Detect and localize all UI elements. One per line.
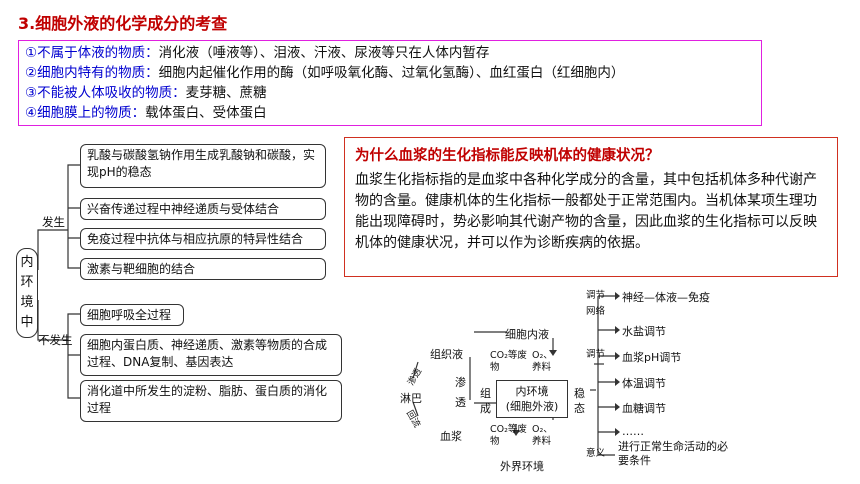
compose-1: 组 <box>480 387 491 400</box>
compose-2: 成 <box>480 402 491 415</box>
summary-line: ④细胞膜上的物质：载体蛋白、受体蛋白 <box>25 105 267 121</box>
occur-item: 兴奋传递过程中神经递质与受体结合 <box>80 198 326 220</box>
not-occur-label: 不发生 <box>38 333 73 347</box>
not-occur-item: 细胞内蛋白质、神经递质、激素等物质的合成过程、DNA复制、基因表达 <box>80 334 342 376</box>
not-occur-item: 消化道中所发生的淀粉、脂肪、蛋白质的消化过程 <box>80 380 342 422</box>
summary-line: ①不属于体液的物质：消化液（唾液等）、泪液、汗液、尿液等只在人体内暂存 <box>25 45 490 61</box>
network-label: 网络 <box>586 306 606 317</box>
steady-1: 稳 <box>574 387 585 400</box>
answer-text: 血浆生化指标指的是血浆中各种化学成分的含量，其中包括机体多种代谢产物的含量。健康… <box>355 172 817 251</box>
question-box: 为什么血浆的生化指标能反映机体的健康状况？ 血浆生化指标指的是血浆中各种化学成分… <box>344 137 838 277</box>
summary-line: ③不能被人体吸收的物质：麦芽糖、蔗糖 <box>25 85 267 101</box>
occur-item: 激素与靶细胞的结合 <box>80 258 326 280</box>
external-environment: 外界环境 <box>500 460 544 473</box>
regulation-item: …… <box>622 425 644 438</box>
mindmap-root: 内环境中 <box>16 248 38 338</box>
through-label: 透 <box>455 396 466 409</box>
occur-item: 免疫过程中抗体与相应抗原的特异性结合 <box>80 228 326 250</box>
regulate2-label: 调节 <box>586 349 606 360</box>
regulation-item: 体温调节 <box>622 377 666 390</box>
o2-nutrients-bottom: O₂、养料 <box>532 424 553 447</box>
regulation-item: 血糖调节 <box>622 402 666 415</box>
plasma: 血浆 <box>440 430 462 443</box>
regulation-item: 血浆pH调节 <box>622 351 682 364</box>
regulate-label: 调节 <box>586 290 606 301</box>
co2-waste-top: CO₂等废物 <box>490 350 527 373</box>
not-occur-item: 细胞呼吸全过程 <box>80 304 184 326</box>
ner-label: 神经—体液—免疫 <box>622 291 710 304</box>
summary-line: ②细胞内特有的物质：细胞内起催化作用的酶（如呼吸氧化酶、过氧化氢酶）、血红蛋白（… <box>25 65 625 81</box>
lymph: 淋巴 <box>400 392 422 405</box>
occur-label: 发生 <box>42 215 65 229</box>
internal-environment-box: 内环境 (细胞外液) <box>496 380 568 418</box>
meaning-text: 进行正常生命活动的必要条件 <box>618 440 728 467</box>
o2-nutrients-top: O₂、养料 <box>532 350 553 373</box>
regulation-item: 水盐调节 <box>622 325 666 338</box>
section-title: 3.细胞外液的化学成分的考查 <box>18 14 228 33</box>
co2-waste-bottom: CO₂等废物 <box>490 424 527 447</box>
summary-box: ①不属于体液的物质：消化液（唾液等）、泪液、汗液、尿液等只在人体内暂存 ②细胞内… <box>18 40 762 126</box>
seep-label: 渗 <box>455 376 466 389</box>
question-text: 为什么血浆的生化指标能反映机体的健康状况？ <box>355 148 660 164</box>
meaning-label: 意义 <box>586 448 606 459</box>
cell-fluid: 细胞内液 <box>505 328 549 341</box>
tissue-fluid: 组织液 <box>430 348 463 361</box>
steady-2: 态 <box>574 402 585 415</box>
occur-item: 乳酸与碳酸氢钠作用生成乳酸钠和碳酸，实现pH的稳态 <box>80 144 326 188</box>
